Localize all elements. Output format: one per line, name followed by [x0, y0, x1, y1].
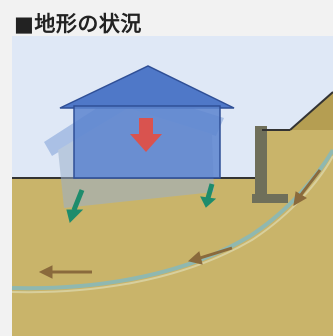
retaining-wall-footing — [252, 194, 288, 203]
ground-mass — [12, 92, 333, 336]
diagram-title: ■地形の状況 — [14, 12, 142, 36]
diagonal-arrow-icon — [66, 189, 85, 223]
house — [59, 65, 235, 179]
left-arrow-icon — [38, 265, 92, 279]
left-arrow-icon — [293, 169, 322, 206]
slip-surface-highlight — [11, 155, 333, 294]
down-arrow-icon — [130, 118, 162, 152]
retaining-wall — [255, 126, 267, 196]
diagonal-arrow-icon — [200, 183, 217, 208]
left-arrow-icon — [187, 246, 233, 265]
soil-flow-arrows — [38, 169, 322, 279]
